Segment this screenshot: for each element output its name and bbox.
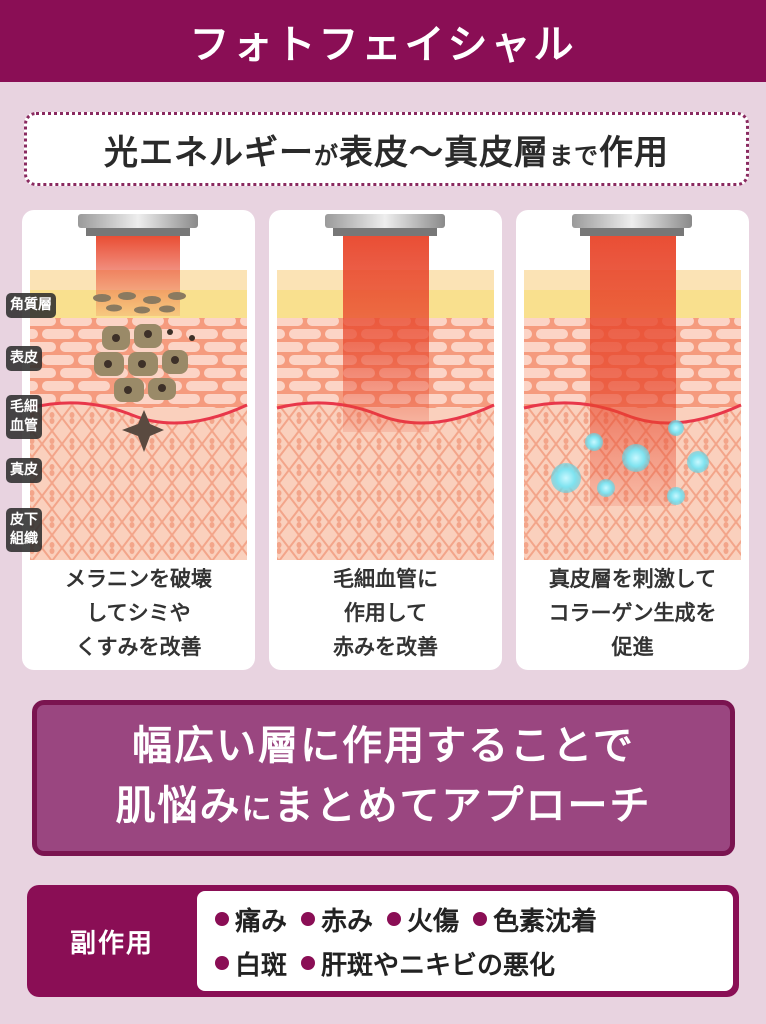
melanocyte-icon <box>122 410 164 452</box>
bullet-dot-icon <box>215 912 229 926</box>
caption-line: してシミや <box>86 601 191 625</box>
side-effects-row-1: 痛み 赤み 火傷 色素沈着 <box>215 897 723 941</box>
subtitle-part2: が <box>314 141 339 170</box>
bullet-dot-icon <box>215 956 229 970</box>
melanin-cells <box>94 324 195 402</box>
subtitle-part1: 光エネルギー <box>104 132 314 173</box>
melanin-spots <box>93 292 186 314</box>
banner-line-1: 幅広い層に作用することで <box>132 723 635 769</box>
banner-line-2a: 肌悩み <box>115 783 242 829</box>
side-effects-label: 副作用 <box>69 928 154 959</box>
list-item: 白斑 <box>215 945 287 982</box>
subtitle-part3: 表皮〜真皮層 <box>339 132 549 173</box>
page-header: フォトフェイシャル <box>0 0 766 82</box>
panel-caption: メラニンを破壊 してシミや くすみを改善 <box>22 562 255 664</box>
caption-line: 真皮層を刺激して <box>548 567 717 591</box>
bullet-dot-icon <box>301 912 316 926</box>
list-item: 痛み <box>215 901 287 938</box>
skin-diagram-capillary <box>275 214 496 562</box>
subtitle: 光エネルギーが表皮〜真皮層まで作用 <box>104 125 669 174</box>
summary-banner: 幅広い層に作用することで 肌悩みにまとめてアプローチ <box>32 700 735 856</box>
caption-line: 促進 <box>611 635 654 659</box>
side-effects-list: 痛み 赤み 火傷 色素沈着 白斑 肝斑やニキビの悪化 <box>197 891 733 991</box>
list-item: 赤み <box>301 901 373 938</box>
panel-melanin: メラニンを破壊 してシミや くすみを改善 <box>22 210 255 670</box>
skin-diagram-melanin <box>28 214 249 562</box>
caption-line: メラニンを破壊 <box>65 567 212 591</box>
caption-line: くすみを改善 <box>75 635 202 659</box>
banner-line-2: 肌悩みにまとめてアプローチ <box>116 776 652 840</box>
banner-line-2b: に <box>241 792 274 827</box>
caption-line: 赤みを改善 <box>333 635 438 659</box>
panel-caption: 真皮層を刺激して コラーゲン生成を 促進 <box>516 562 749 664</box>
side-effects-box: 副作用 痛み 赤み 火傷 色素沈着 白斑 肝斑やニキビの悪化 <box>27 885 739 997</box>
panel-caption: 毛細血管に 作用して 赤みを改善 <box>269 562 502 664</box>
caption-line: 作用して <box>343 601 428 625</box>
list-item: 肝斑やニキビの悪化 <box>301 945 555 982</box>
subtitle-box: 光エネルギーが表皮〜真皮層まで作用 <box>24 112 749 186</box>
subtitle-part5: 作用 <box>599 132 669 173</box>
list-item: 色素沈着 <box>473 901 597 938</box>
bullet-dot-icon <box>387 912 402 926</box>
list-item: 火傷 <box>387 901 459 938</box>
subtitle-part4: まで <box>549 141 599 170</box>
bullet-dot-icon <box>301 956 316 970</box>
collagen-bubbles <box>551 420 709 505</box>
panel-collagen: 真皮層を刺激して コラーゲン生成を 促進 <box>516 210 749 670</box>
banner-line-2c: まとめてアプローチ <box>273 783 652 829</box>
side-effects-row-2: 白斑 肝斑やニキビの悪化 <box>215 941 723 985</box>
page-title: フォトフェイシャル <box>189 22 577 68</box>
caption-line: コラーゲン生成を <box>548 601 717 625</box>
skin-diagram-collagen <box>522 214 743 562</box>
panel-capillary: 毛細血管に 作用して 赤みを改善 <box>269 210 502 670</box>
bullet-dot-icon <box>473 912 488 926</box>
caption-line: 毛細血管に <box>333 567 438 591</box>
